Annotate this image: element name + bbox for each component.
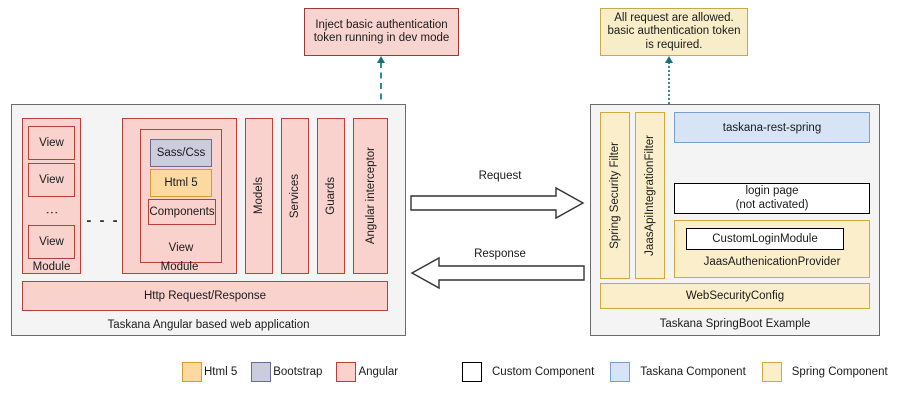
- module-a-view-1: View: [28, 126, 75, 160]
- legend-label-spring-component: Spring Component: [791, 366, 888, 378]
- legend-right: Custom Component Taskana Component Sprin…: [462, 362, 888, 382]
- jaas-api-integration-filter: JaasApiIntegrationFilter: [635, 112, 665, 279]
- response-label-text: Response: [474, 248, 526, 260]
- column-guards: Guards: [317, 118, 345, 274]
- request-label: Request: [420, 168, 580, 184]
- legend-swatch-custom-component: [462, 362, 482, 382]
- column-guards-label: Guards: [325, 177, 337, 215]
- legend-swatch-taskana-component: [610, 362, 631, 382]
- module-b-item-html5: Html 5: [150, 169, 212, 197]
- spring-auth-note: All request are allowed. basic authentic…: [600, 8, 748, 56]
- legend-swatch-html5: [182, 362, 202, 382]
- legend-label-angular: Angular: [358, 366, 399, 378]
- spring-security-filter-label: Spring Security Filter: [609, 142, 621, 249]
- module-a-view-1-label: View: [39, 137, 64, 149]
- module-b-item-sass-css-label: Sass/Css: [156, 147, 206, 159]
- module-a-ellipsis: ⋮: [28, 200, 75, 224]
- web-security-config-label: WebSecurityConfig: [685, 290, 785, 302]
- legend-label-html5: Html 5: [204, 366, 238, 378]
- login-page-box: login page (not activated): [674, 183, 870, 214]
- column-models: Models: [245, 118, 273, 274]
- spring-note-connector-arrow: [665, 56, 673, 63]
- module-a-view-2: View: [28, 163, 75, 197]
- legend-label-taskana-component: Taskana Component: [640, 366, 746, 378]
- module-b-view-label: View: [140, 240, 222, 256]
- module-b-label-text: Module: [160, 260, 199, 273]
- login-page-label-line2: (not activated): [735, 198, 809, 211]
- angular-app-caption: Taskana Angular based web application: [11, 316, 406, 334]
- legend-label-custom-component: Custom Component: [492, 366, 595, 378]
- angular-app-caption-text: Taskana Angular based web application: [107, 319, 310, 331]
- angular-note-connector-arrow: [377, 56, 385, 63]
- legend-left: Html 5 Bootstrap Angular: [182, 362, 398, 382]
- module-b-view-label-text: View: [168, 242, 194, 254]
- module-b-item-components: Components: [148, 199, 216, 225]
- jaas-api-integration-filter-label: JaasApiIntegrationFilter: [644, 135, 656, 256]
- module-a-view-3: View: [28, 225, 75, 259]
- modules-separator: - - -: [85, 211, 121, 229]
- module-b-item-components-label: Components: [149, 206, 215, 218]
- column-services-label: Services: [289, 173, 301, 219]
- module-b-item-sass-css: Sass/Css: [150, 139, 212, 167]
- jaas-authentication-provider-label-text: JaasAuthenicationProvider: [703, 256, 841, 268]
- custom-login-module-label: CustomLoginModule: [712, 233, 818, 245]
- spring-auth-note-text: All request are allowed. basic authentic…: [607, 11, 741, 51]
- column-models-label: Models: [253, 177, 265, 215]
- legend-label-bootstrap: Bootstrap: [273, 366, 323, 378]
- module-a-view-3-label: View: [39, 236, 64, 248]
- taskana-rest-spring-box: taskana-rest-spring: [674, 112, 870, 143]
- column-angular-interceptor-label: Angular interceptor: [364, 147, 377, 245]
- http-request-response-bar-label: Http Request/Response: [143, 290, 267, 302]
- column-angular-interceptor: Angular interceptor: [353, 118, 388, 274]
- jaas-authentication-provider-label: JaasAuthenicationProvider: [674, 253, 870, 271]
- legend-swatch-bootstrap: [251, 362, 272, 382]
- request-label-text: Request: [478, 170, 522, 182]
- request-arrow: [410, 186, 585, 220]
- spring-security-filter: Spring Security Filter: [600, 112, 630, 279]
- column-services: Services: [281, 118, 309, 274]
- module-b-item-html5-label: Html 5: [164, 177, 198, 189]
- angular-note-connector-line: [380, 62, 382, 110]
- springboot-example-caption: Taskana SpringBoot Example: [590, 315, 880, 333]
- response-label: Response: [420, 246, 580, 262]
- modules-separator-glyph: - - -: [86, 211, 120, 229]
- web-security-config-box: WebSecurityConfig: [600, 283, 870, 309]
- module-a-label-text: Module: [32, 260, 71, 273]
- springboot-example-caption-text: Taskana SpringBoot Example: [659, 318, 811, 330]
- module-a-label: Module: [22, 259, 81, 274]
- custom-login-module-box: CustomLoginModule: [686, 228, 844, 250]
- angular-dev-mode-note-text: Inject basic authentication token runnin…: [313, 18, 450, 45]
- response-arrow: [410, 256, 585, 290]
- module-b-label: Module: [122, 259, 237, 274]
- legend-swatch-spring-component: [761, 362, 782, 382]
- http-request-response-bar: Http Request/Response: [22, 281, 388, 311]
- module-a-ellipsis-glyph: ⋮: [43, 205, 59, 219]
- angular-dev-mode-note: Inject basic authentication token runnin…: [304, 8, 459, 56]
- taskana-rest-spring-label: taskana-rest-spring: [722, 121, 822, 134]
- module-a-view-2-label: View: [39, 174, 64, 186]
- login-page-label-line1: login page: [745, 185, 799, 197]
- legend-swatch-angular: [336, 362, 357, 382]
